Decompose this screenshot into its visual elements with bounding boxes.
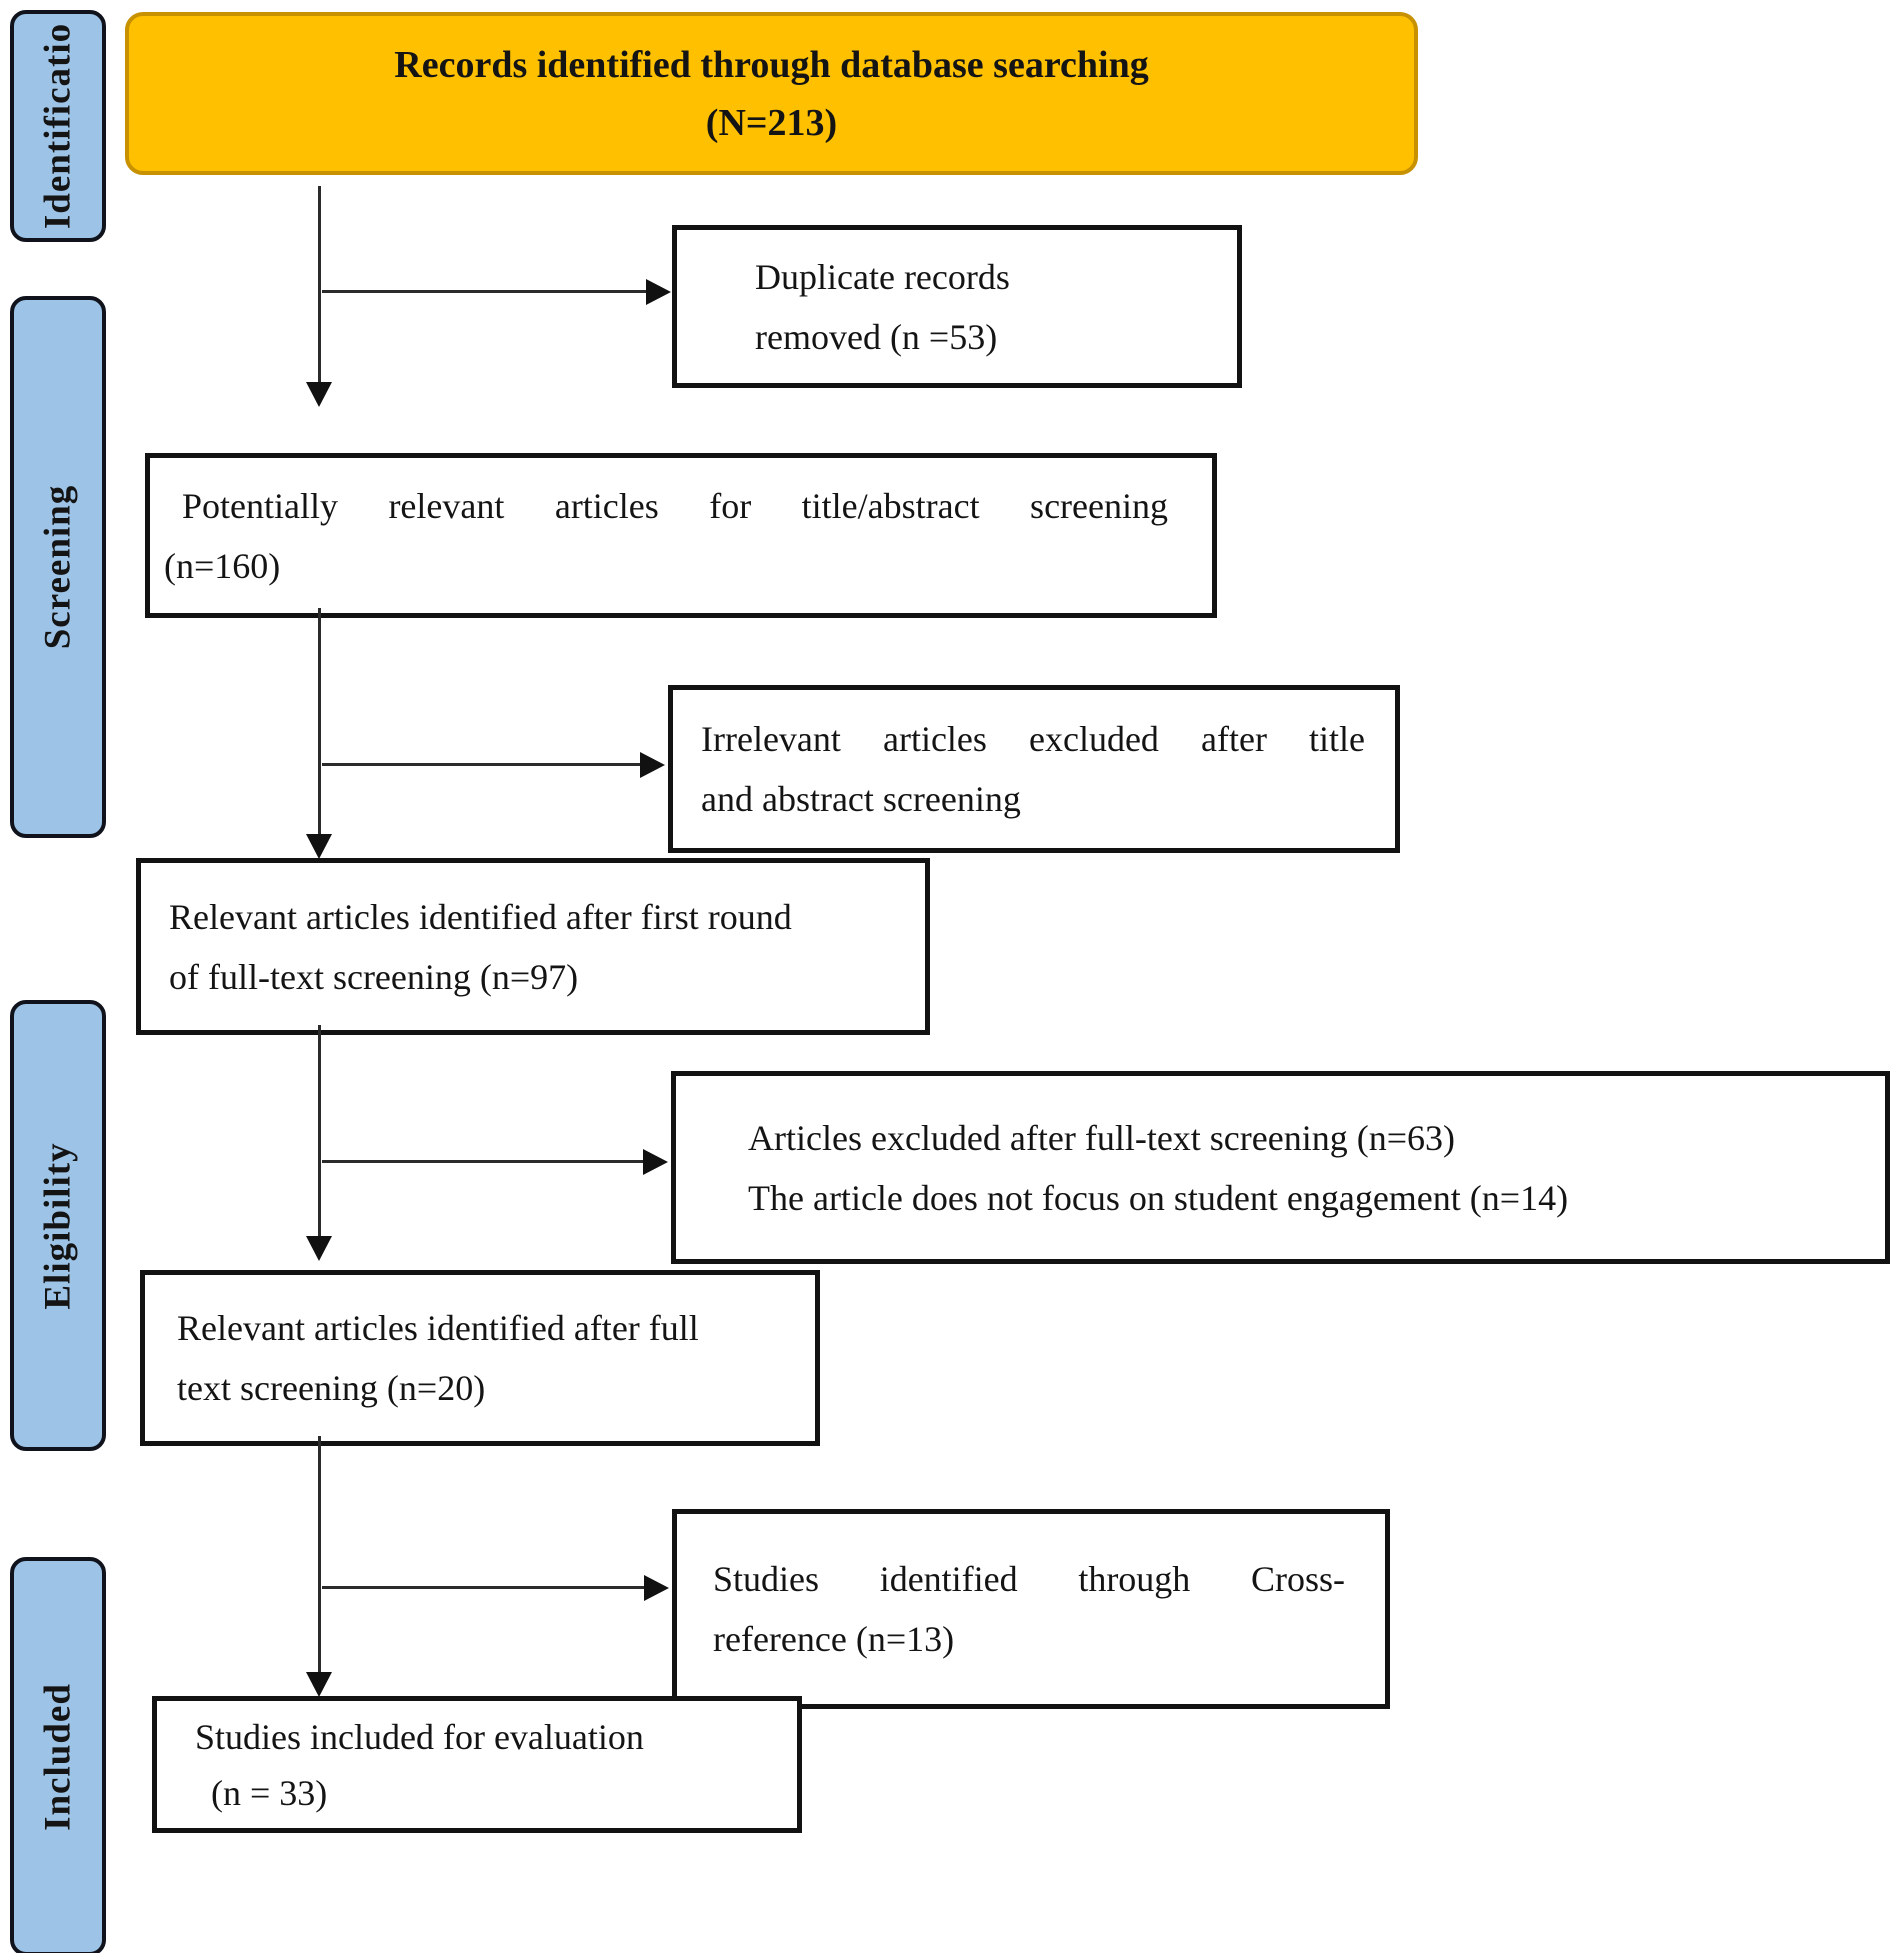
irrelevant-excluded-line2: and abstract screening (701, 779, 1021, 819)
stage-included-label: Included (37, 1682, 79, 1831)
studies-included-count: (n = 33) (211, 1772, 328, 1813)
connector-fulltext-to-included (318, 1436, 321, 1672)
crossref-line2: reference (n=13) (713, 1619, 955, 1659)
duplicates-removed-line2: removed (n =53) (755, 316, 998, 357)
fulltext-excluded-line1: Articles excluded after full-text screen… (748, 1117, 1456, 1158)
records-identified-count: (N=213) (705, 101, 838, 144)
fulltext-excluded-box: Articles excluded after full-text screen… (671, 1071, 1890, 1264)
stage-identification-label: Identificatio (37, 22, 79, 230)
studies-included-box: Studies included for evaluation (n = 33) (152, 1696, 802, 1833)
records-identified-box: Records identified through database sear… (125, 12, 1418, 175)
arrowhead-down-title-abstract (306, 382, 332, 407)
fulltext-included-box: Relevant articles identified after full … (140, 1270, 820, 1446)
stage-included: Included (10, 1557, 106, 1953)
stage-eligibility-label: Eligibility (37, 1141, 79, 1310)
branch-to-fulltext-excluded (322, 1160, 643, 1163)
arrowhead-right-fulltext-excluded (643, 1149, 668, 1175)
first-round-screening-box: Relevant articles identified after first… (136, 858, 930, 1035)
connector-first-round-to-fulltext (318, 1025, 321, 1236)
title-abstract-count: (n=160) (164, 545, 281, 586)
arrowhead-down-fulltext (306, 1236, 332, 1261)
fulltext-included-line1: Relevant articles identified after full (177, 1308, 699, 1348)
branch-to-irrelevant (322, 763, 640, 766)
duplicates-removed-line1: Duplicate records (755, 256, 1010, 297)
fulltext-included-line2: text screening (n=20) (177, 1368, 486, 1408)
stage-screening-label: Screening (37, 484, 79, 650)
first-round-line2: of full-text screening (n=97) (169, 956, 579, 997)
arrowhead-right-duplicates (646, 279, 671, 305)
arrowhead-right-irrelevant (640, 752, 665, 778)
duplicates-removed-box: Duplicate records removed (n =53) (672, 225, 1242, 388)
connector-title-abstract-to-first-round (318, 608, 321, 834)
branch-to-crossref (322, 1586, 644, 1589)
stage-identification: Identificatio (10, 10, 106, 242)
branch-to-duplicates (322, 290, 646, 293)
title-abstract-screening-box: Potentially relevant articles for title/… (145, 453, 1217, 618)
title-abstract-line1: Potentially relevant articles for title/… (182, 485, 1168, 526)
stage-screening: Screening (10, 296, 106, 838)
irrelevant-excluded-box: Irrelevant articles excluded after title… (668, 685, 1400, 853)
arrowhead-down-first-round (306, 834, 332, 859)
arrowhead-right-crossref (644, 1575, 669, 1601)
irrelevant-excluded-line1: Irrelevant articles excluded after title (701, 719, 1365, 759)
arrowhead-down-included (306, 1672, 332, 1697)
studies-included-line1: Studies included for evaluation (195, 1716, 644, 1757)
crossref-line1: Studies identified through Cross- (713, 1559, 1345, 1599)
stage-eligibility: Eligibility (10, 1000, 106, 1451)
first-round-line1: Relevant articles identified after first… (169, 896, 792, 937)
crossref-box: Studies identified through Cross- refere… (672, 1509, 1390, 1709)
connector-source-to-title-abstract (318, 186, 321, 382)
records-identified-line1: Records identified through database sear… (394, 43, 1149, 86)
fulltext-excluded-line2: The article does not focus on student en… (748, 1177, 1569, 1218)
